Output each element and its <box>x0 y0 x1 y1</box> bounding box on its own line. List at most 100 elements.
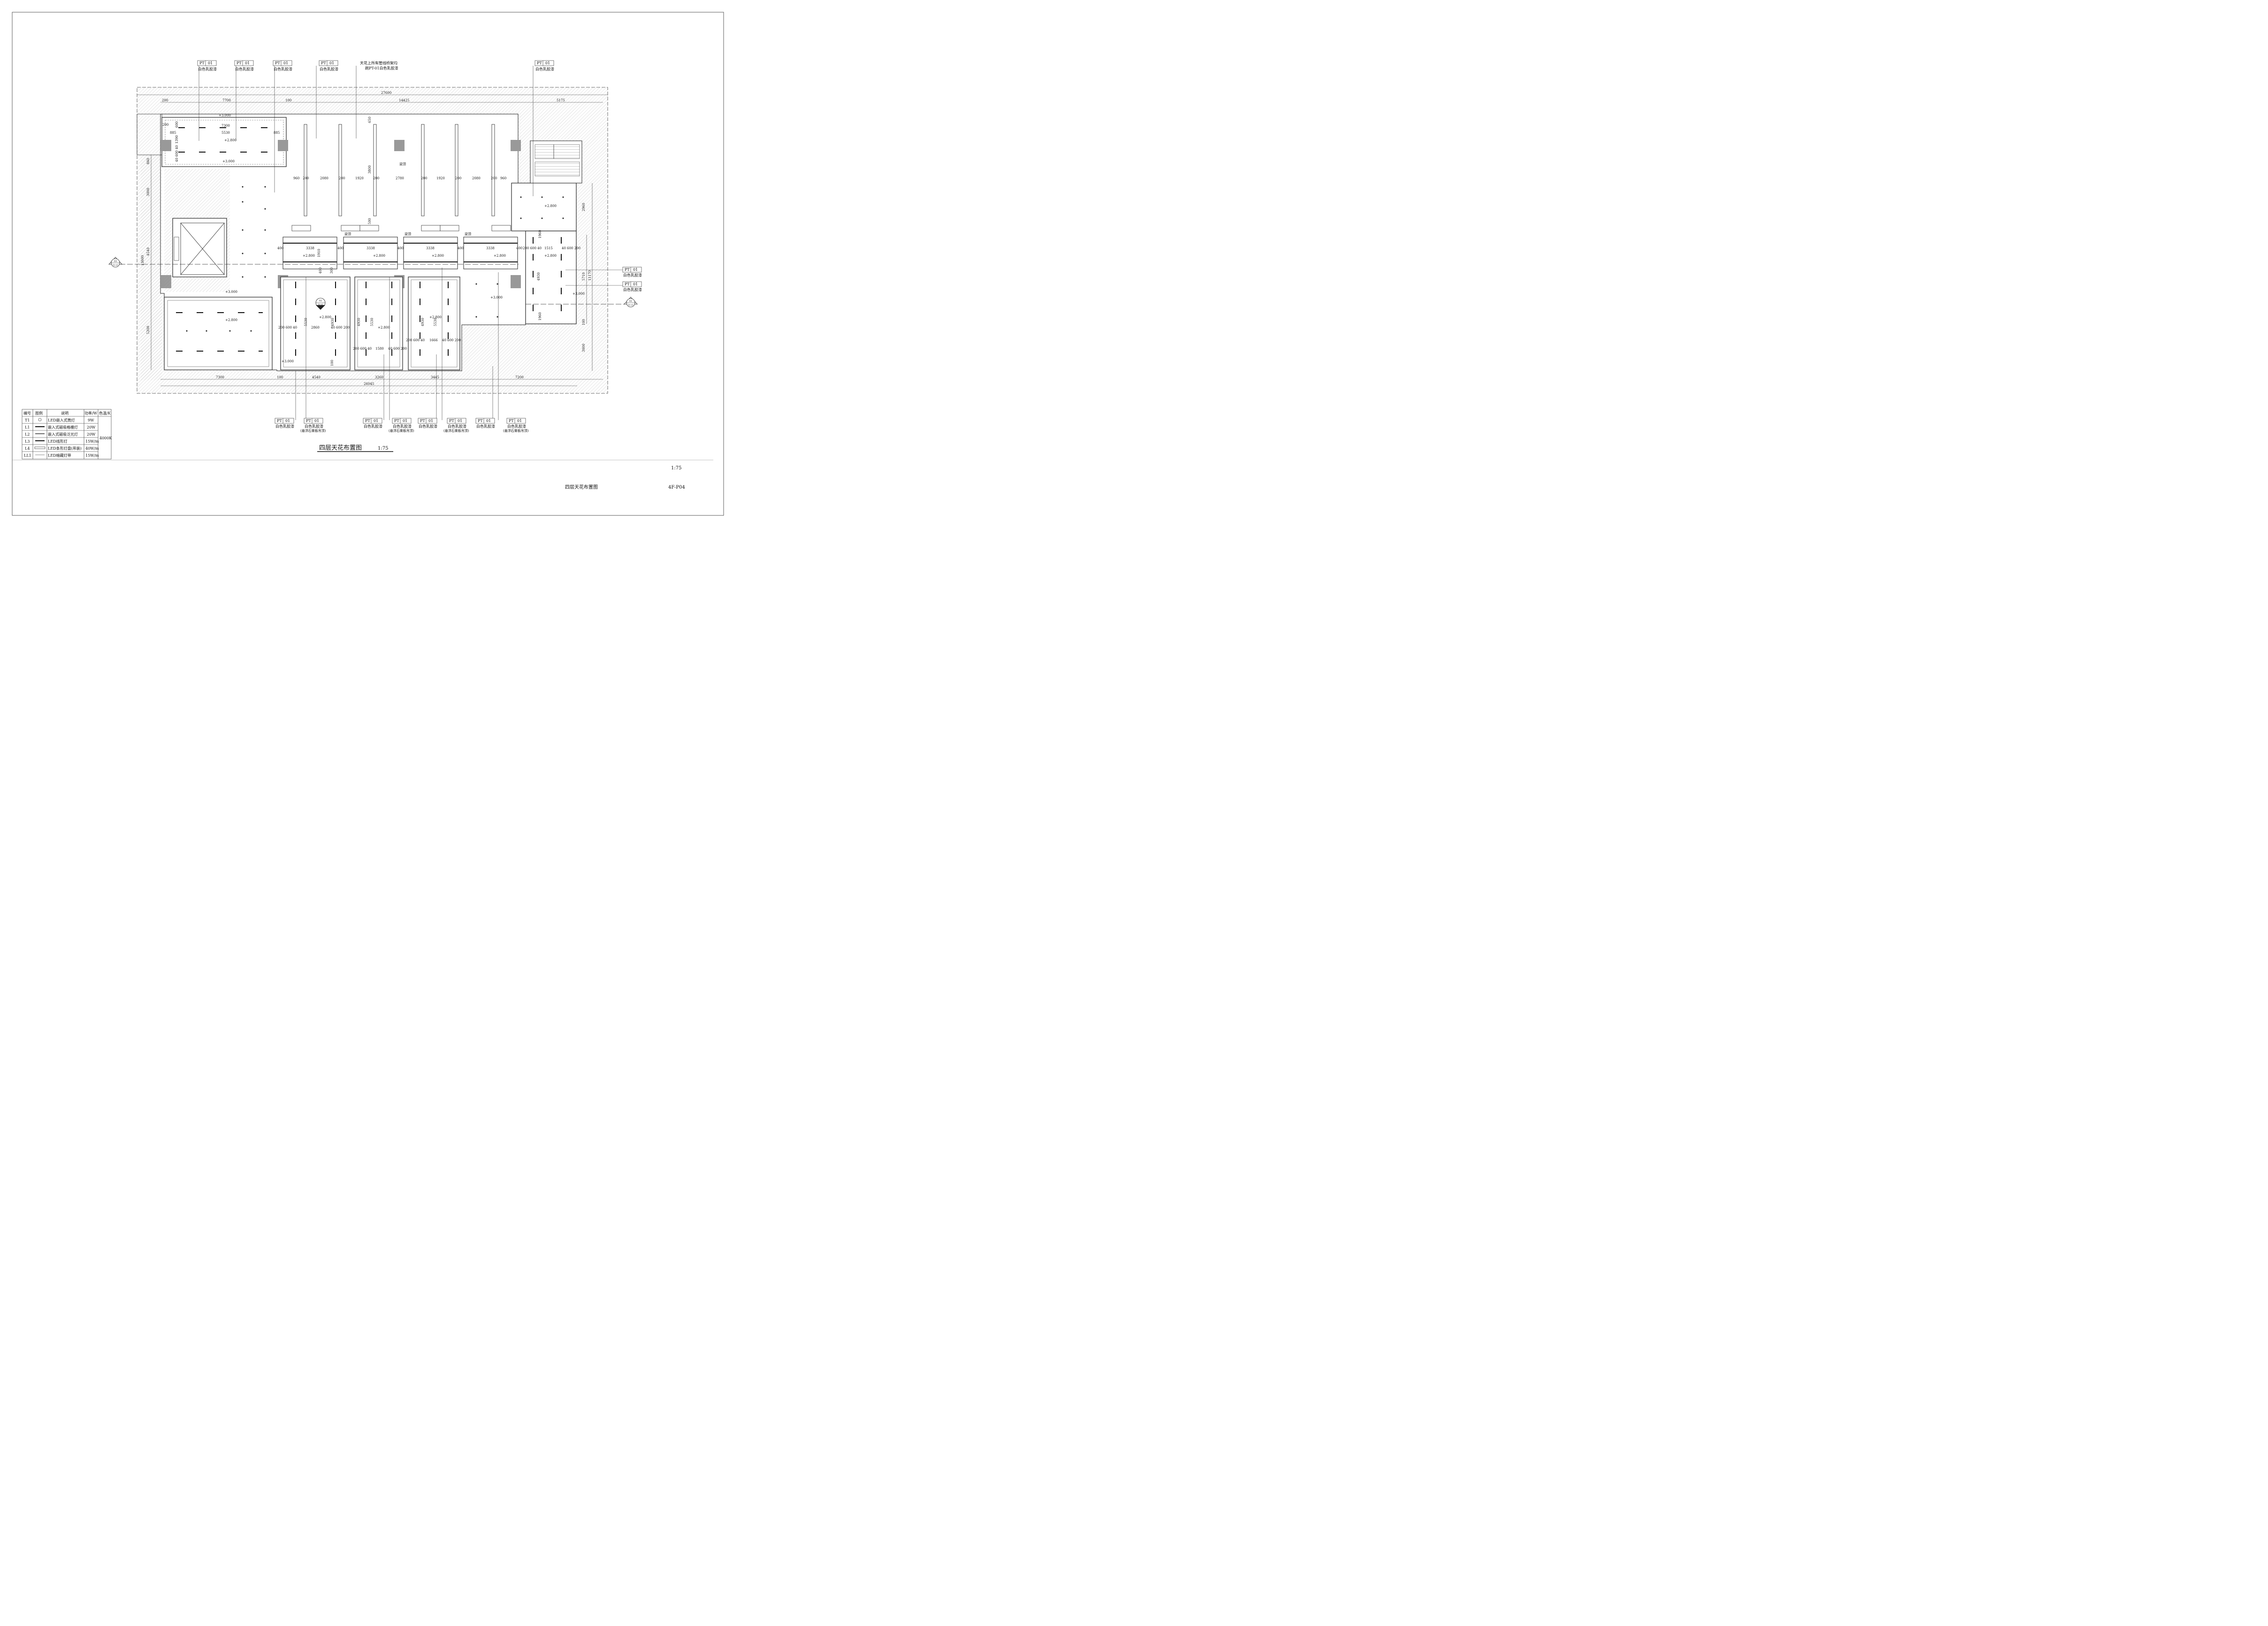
tag-text: 梁顶 <box>465 232 471 236</box>
callout-text: 白色乳胶漆 <box>364 424 382 429</box>
downlights <box>186 186 564 332</box>
dim-text: 7300 <box>221 124 230 128</box>
dim-text: 3000 <box>582 344 586 352</box>
callout-code: PT <box>275 61 280 65</box>
callout-num: 01 <box>458 419 462 423</box>
dim-text: 860 <box>146 158 150 164</box>
svg-text:960: 960 <box>293 176 299 180</box>
stair-flight <box>535 144 554 159</box>
callout-num: 01 <box>486 419 491 423</box>
svg-text:3338: 3338 <box>486 246 495 250</box>
callout-text: 白色乳胶漆 <box>235 67 254 71</box>
svg-text:嵌入式磁吸泛光灯: 嵌入式磁吸泛光灯 <box>48 432 78 437</box>
svg-text:色温/K: 色温/K <box>99 411 111 415</box>
callout-code: PT <box>277 419 282 423</box>
title-block-scale: 1:75 <box>671 466 681 471</box>
svg-text:4930: 4930 <box>537 272 541 281</box>
callout-text: 白色乳胶漆 <box>305 424 323 429</box>
dim-text: 5710 <box>582 272 586 281</box>
callout-num: 01 <box>208 61 213 65</box>
svg-text:+2.800: +2.800 <box>373 254 385 258</box>
callout-text: 白色乳胶漆 <box>275 424 294 429</box>
svg-text:960: 960 <box>500 176 506 180</box>
svg-text:200: 200 <box>455 176 461 180</box>
callout-code: PT <box>625 268 630 272</box>
callout-code: PT <box>394 419 399 423</box>
svg-text:3338: 3338 <box>426 246 435 250</box>
section-marker-right: 01 T0-01 <box>624 297 638 307</box>
svg-text:1515: 1515 <box>544 246 553 250</box>
column <box>511 140 521 151</box>
svg-text:9W: 9W <box>88 418 94 422</box>
drawing-title: 四层天花布置图 1:75 <box>317 444 393 452</box>
svg-text:1920: 1920 <box>436 176 445 180</box>
svg-text:+3.000: +3.000 <box>219 114 231 117</box>
callout-num: 01 <box>545 61 550 65</box>
callout-text: 白色乳胶漆 <box>623 287 642 292</box>
svg-text:200 600 40: 200 600 40 <box>523 246 542 250</box>
column-top-center <box>394 140 405 151</box>
svg-text:650: 650 <box>368 117 372 123</box>
svg-text:500: 500 <box>368 218 372 224</box>
callout-right-2: PT 01 白色乳胶漆 <box>622 281 642 292</box>
svg-text:4930: 4930 <box>357 318 361 326</box>
callout-sub: (悬浮石膏板吊顶) <box>503 429 529 433</box>
room-right-top <box>511 183 577 231</box>
callout-num: 01 <box>329 61 334 65</box>
callout-bottom-1: PT 01 白色乳胶漆 <box>275 418 294 429</box>
svg-text:功率/W: 功率/W <box>84 411 98 415</box>
svg-text:400: 400 <box>337 246 344 250</box>
drawing-sheet: 03 T0-01 01 T0-01 02 T0-01 PT 01 白色乳胶漆 P… <box>0 0 732 525</box>
svg-text:2080: 2080 <box>472 176 481 180</box>
svg-text:200: 200 <box>491 176 497 180</box>
callout-code: PT <box>306 419 311 423</box>
svg-text:40W/m: 40W/m <box>85 446 99 451</box>
tag-text: 梁顶 <box>399 162 406 166</box>
callout-num: 01 <box>245 61 250 65</box>
svg-text:400: 400 <box>397 246 404 250</box>
callout-bottom-6: PT 01 白色乳胶漆 (悬浮石膏板吊顶) <box>443 418 469 433</box>
callout-text: 白色乳胶漆 <box>419 424 437 429</box>
dim-text: 885 <box>170 131 176 135</box>
legend-table <box>22 409 112 460</box>
dim-text: 1390 <box>175 135 179 144</box>
left-wall <box>137 114 162 155</box>
svg-text:1580: 1580 <box>375 347 384 351</box>
stair-flight <box>535 161 580 176</box>
svg-text:40 600 200: 40 600 200 <box>388 347 407 351</box>
column <box>278 140 288 151</box>
svg-text:1910: 1910 <box>317 249 321 257</box>
stair-flight <box>553 144 580 159</box>
callout-num: 01 <box>403 419 407 423</box>
svg-text:LED嵌入式筒灯: LED嵌入式筒灯 <box>48 418 75 422</box>
svg-text:400: 400 <box>277 246 283 250</box>
note-top: 天花上所有管线桥架均 刷PT-01白色乳胶漆 <box>360 61 398 70</box>
svg-text:L4: L4 <box>25 446 30 451</box>
dim-text: 3000 <box>146 188 150 196</box>
dim-text: 100 <box>285 99 291 102</box>
svg-text:LED暗藏灯带: LED暗藏灯带 <box>48 453 71 458</box>
svg-text:4930: 4930 <box>421 318 425 326</box>
svg-text:200 600 40: 200 600 40 <box>353 347 372 351</box>
dim-text: 7700 <box>222 99 231 102</box>
beam-dimensions: 960 200 2080 200 1920 200 2780 200 1920 … <box>293 176 506 180</box>
callout-num: 01 <box>633 282 638 286</box>
callout-code: PT <box>237 61 242 65</box>
tag-text: 梁顶 <box>344 232 351 236</box>
svg-text:1960: 1960 <box>538 312 542 321</box>
legend-text: 编号 图例 说明 功率/W 色温/K T1 LED嵌入式筒灯 9W L1 嵌入式… <box>23 411 112 458</box>
svg-text:+2.800: +2.800 <box>319 315 331 319</box>
dim-text: 5175 <box>557 99 565 102</box>
section-mark-ref: T0-01 <box>318 303 323 306</box>
dim-text: 200 <box>162 123 168 127</box>
room-bottom-left <box>164 297 273 370</box>
callout-text: 白色乳胶漆 <box>320 67 338 71</box>
svg-text:L2: L2 <box>25 432 30 437</box>
leaders <box>199 66 624 420</box>
svg-text:15W/m: 15W/m <box>85 439 99 444</box>
ceiling-plan-svg: 03 T0-01 01 T0-01 02 T0-01 PT 01 白色乳胶漆 P… <box>12 12 724 516</box>
svg-text:40 600 200: 40 600 200 <box>562 246 580 250</box>
svg-text:400: 400 <box>319 268 322 274</box>
svg-text:四层天花布置图: 四层天花布置图 <box>319 444 362 452</box>
callout-sub: (悬浮石膏板吊顶) <box>389 429 414 433</box>
